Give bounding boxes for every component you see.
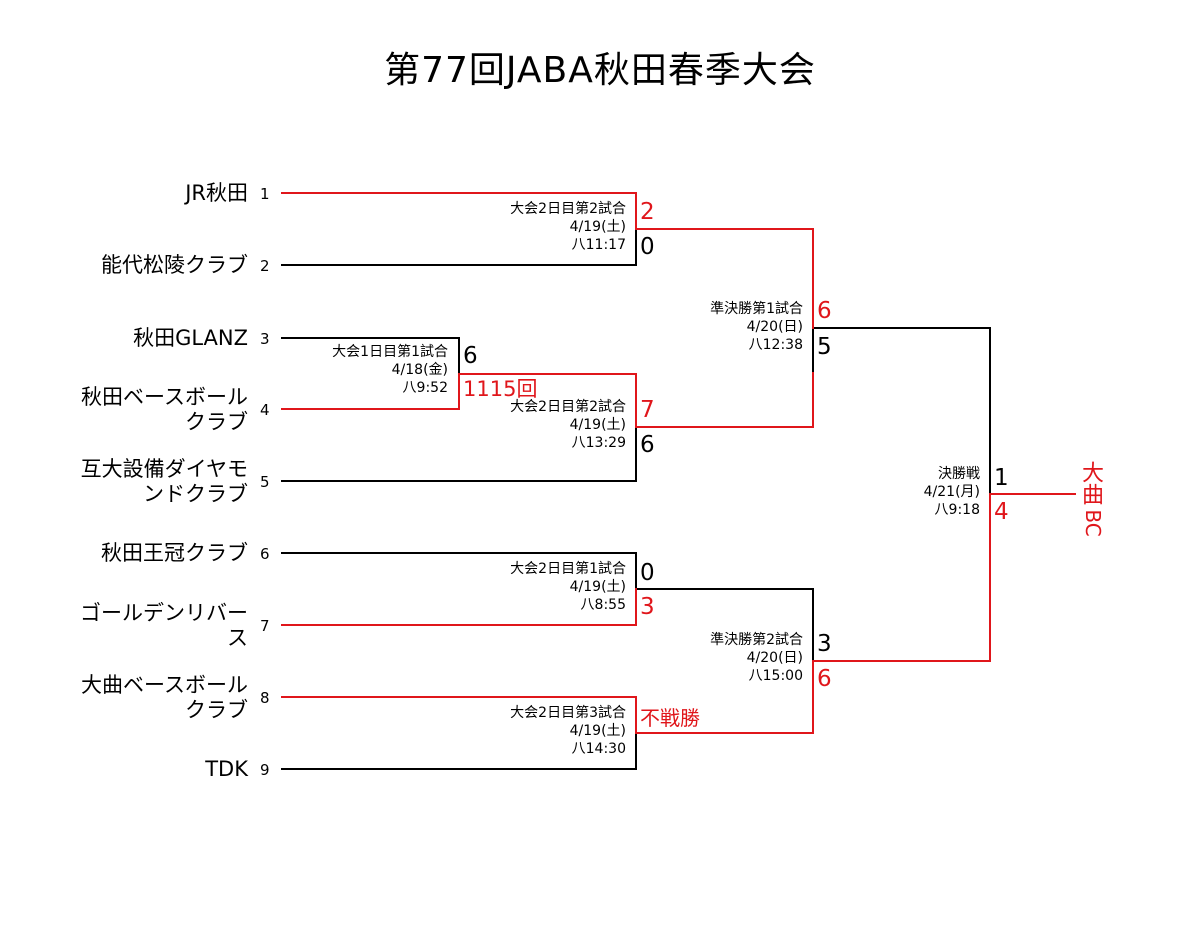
score: 5 [817, 334, 832, 360]
score: 6 [463, 343, 478, 369]
seed-number: 4 [260, 401, 270, 419]
seed-number: 9 [260, 761, 270, 779]
score: 1 [994, 465, 1009, 491]
seed-number: 7 [260, 617, 270, 635]
score: 不戦勝 [640, 706, 700, 730]
seed-number: 1 [260, 185, 270, 203]
team-name: 能代松陵クラブ [101, 253, 248, 277]
score: 6 [640, 432, 655, 458]
score: 3 [817, 631, 832, 657]
seed-number: 6 [260, 545, 270, 563]
team-name: 秋田ベースボールクラブ [81, 385, 248, 434]
team-name: JR秋田 [185, 181, 248, 205]
team-name: 秋田王冠クラブ [101, 541, 248, 565]
bracket-line [812, 327, 991, 495]
bracket-line-winner [281, 192, 814, 329]
team-name: TDK [205, 757, 248, 781]
bracket-line [281, 732, 637, 770]
score: 6 [817, 666, 832, 692]
seed-number: 8 [260, 689, 270, 707]
team-name: 互大設備ダイヤモンドクラブ [80, 457, 248, 506]
champion-label: 大曲 BC [1078, 461, 1105, 537]
team-name: ゴールデンリバース [80, 601, 248, 650]
score: 6 [817, 298, 832, 324]
bracket-line [281, 426, 637, 482]
score: 3 [640, 594, 655, 620]
score: 7 [640, 397, 655, 423]
seed-number: 3 [260, 330, 270, 348]
score: 0 [640, 234, 655, 260]
seed-number: 2 [260, 257, 270, 275]
bracket-line-winner [281, 588, 637, 626]
bracket-line-winner [281, 493, 1076, 734]
score: 0 [640, 560, 655, 586]
team-name: 大曲ベースボールクラブ [81, 673, 248, 722]
bracket-line [281, 552, 637, 590]
score: 1115回 [463, 377, 538, 401]
bracket-line [281, 337, 460, 375]
bracket-line [281, 228, 637, 266]
bracket-line-winner [281, 372, 814, 428]
score: 2 [640, 199, 655, 225]
score: 4 [994, 499, 1009, 525]
page-title: 第77回JABA秋田春季大会 [384, 50, 816, 91]
bracket-line [635, 588, 814, 662]
team-name: 秋田GLANZ [133, 326, 248, 350]
seed-number: 5 [260, 473, 270, 491]
